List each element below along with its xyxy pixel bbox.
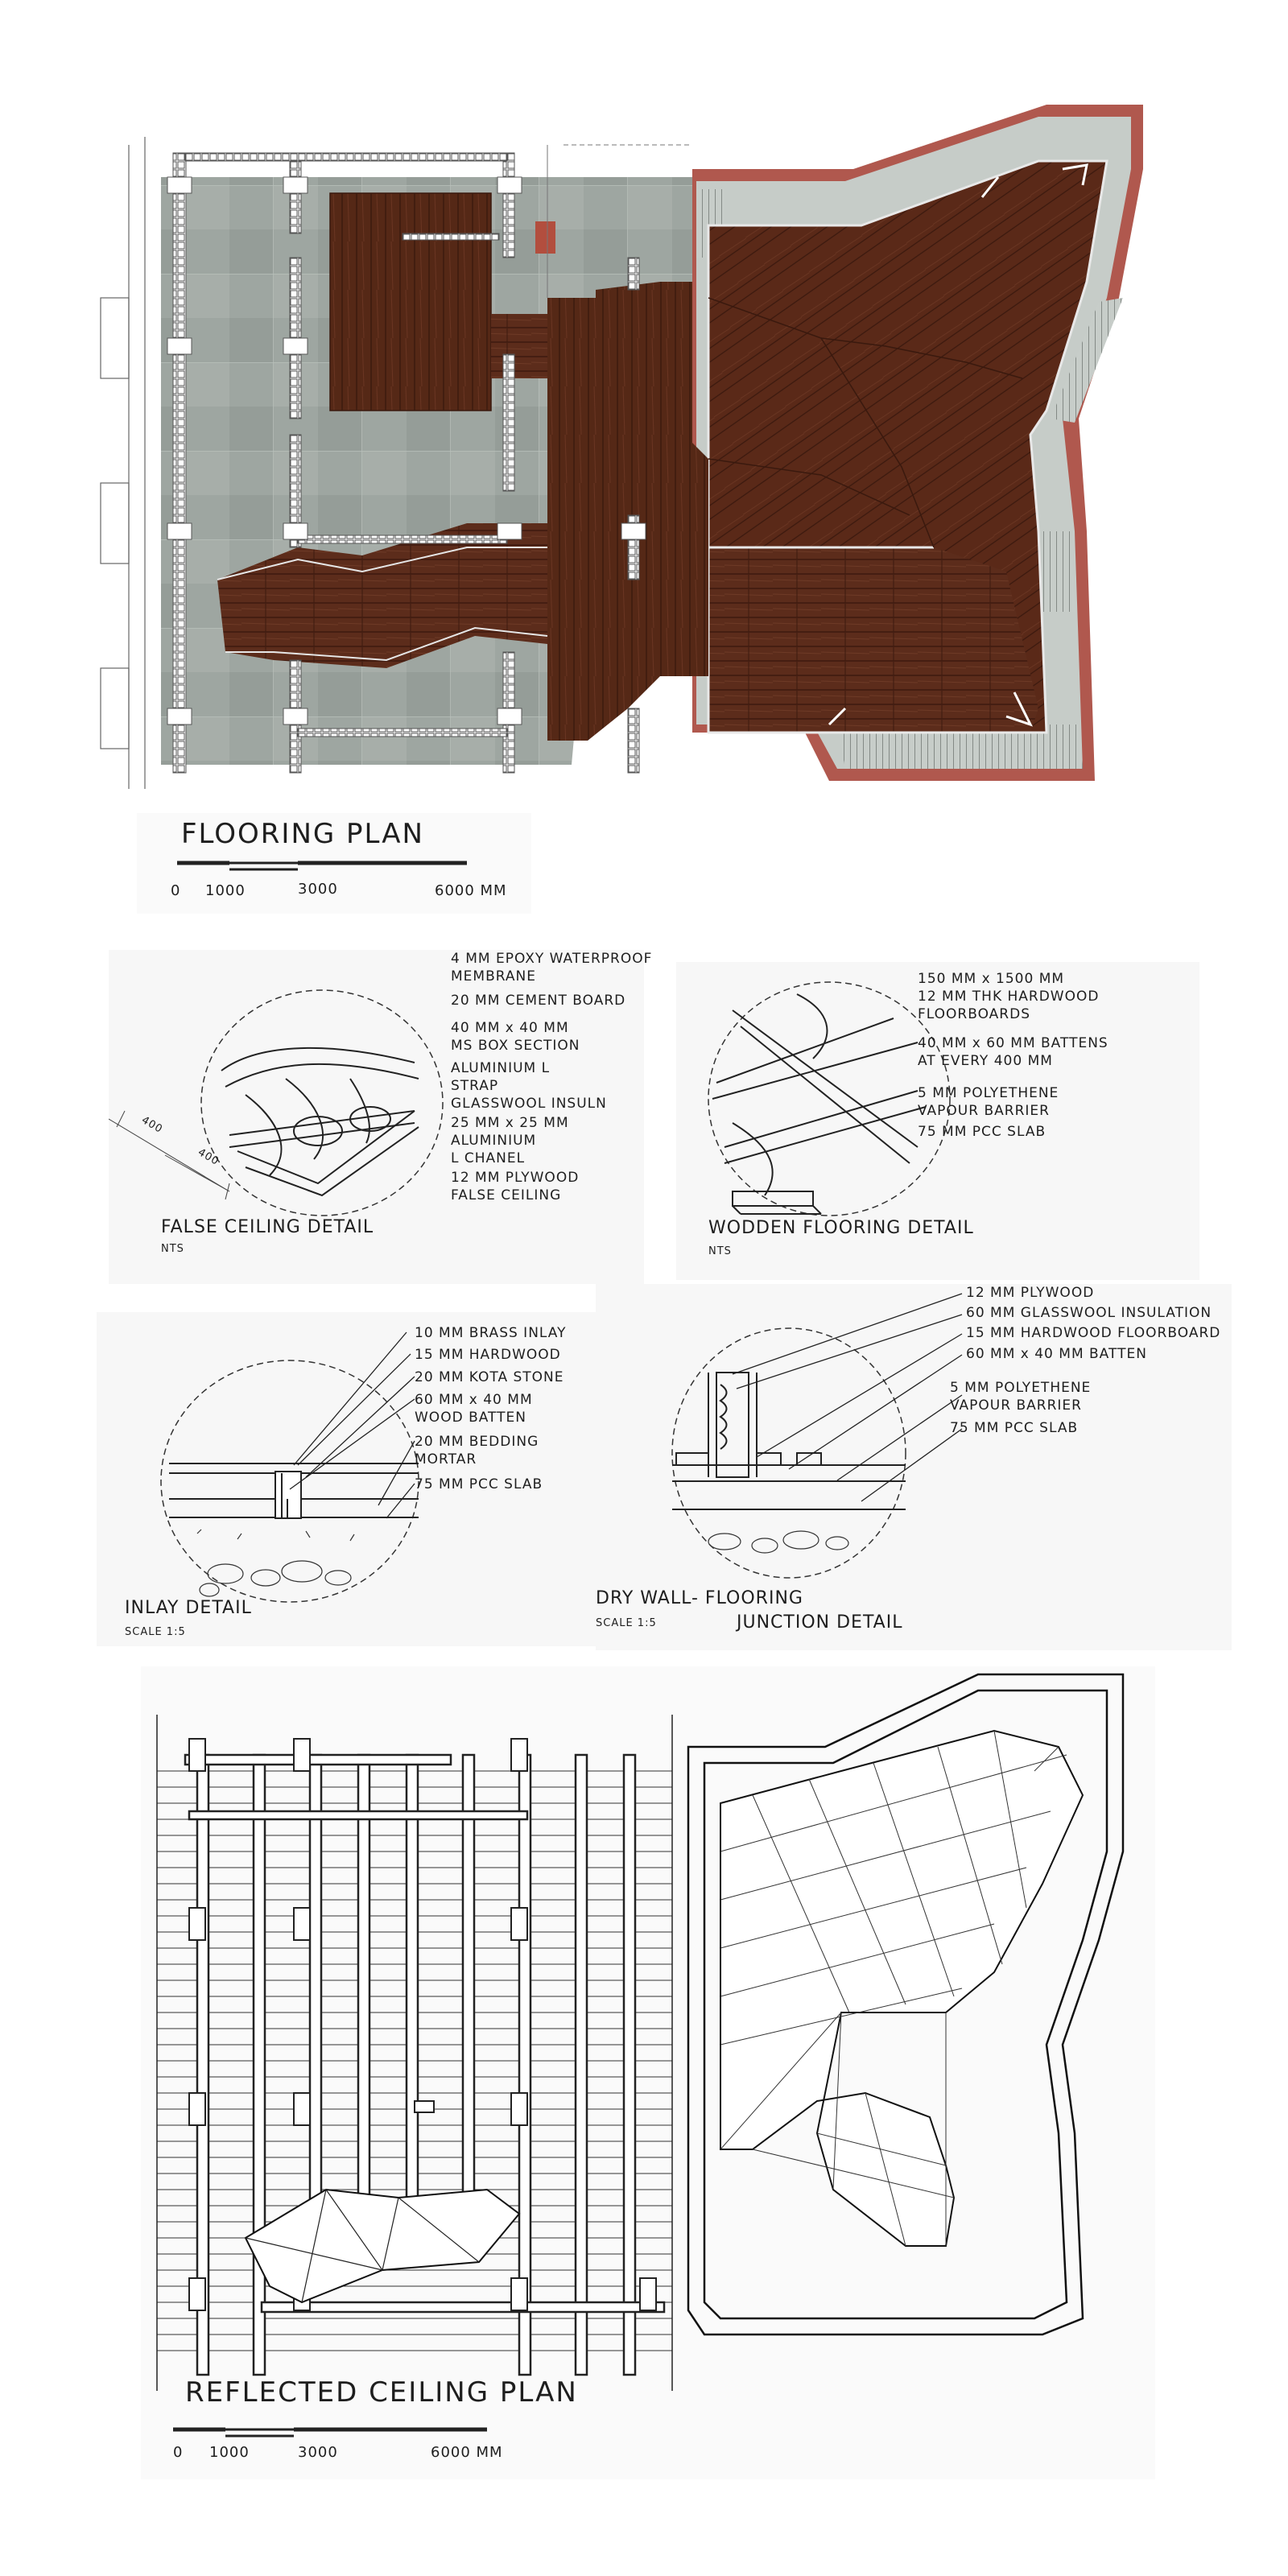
false-ceiling-label-5: GLASSWOOL INSULN [451,1096,607,1112]
false-ceiling-label-6: 25 MM x 25 MM ALUMINIUM L CHANEL [451,1115,569,1166]
inlay-detail-panel: 10 MM BRASS INLAY 15 MM HARDWOOD 20 MM K… [97,1312,604,1646]
false-ceiling-label-7: 12 MM PLYWOOD FALSE CEILING [451,1170,580,1203]
drywall-label-4: 60 MM x 40 MM BATTEN [966,1346,1147,1362]
false-ceiling-label-1: 4 MM EPOXY WATERPROOF MEMBRANE [451,951,653,985]
flooring-plan-scale-bar [177,861,467,871]
inlay-label-6: 75 MM PCC SLAB [415,1476,543,1492]
rcp-drawing [156,1673,1125,2438]
rcp-scale-1000: 1000 [209,2444,250,2461]
inlay-label-2: 15 MM HARDWOOD [415,1347,561,1363]
flooring-plan-title-card: FLOORING PLAN 0 1000 3000 6000 MM [137,813,531,914]
inlay-label-4: 60 MM x 40 MM WOOD BATTEN [415,1392,533,1426]
flooring-plan-drawing [97,97,1159,797]
drywall-label-3: 15 MM HARDWOOD FLOORBOARD [966,1325,1221,1341]
flooring-plan-title: FLOORING PLAN [181,818,424,850]
wooden-flooring-detail-panel: 150 MM x 1500 MM 12 MM THK HARDWOOD FLOO… [676,962,1199,1280]
wooden-flooring-label-3: 5 MM POLYETHENE VAPOUR BARRIER [918,1085,1059,1119]
drywall-label-6: 75 MM PCC SLAB [950,1420,1079,1436]
wooden-flooring-label-4: 75 MM PCC SLAB [918,1124,1046,1140]
false-ceiling-caption: FALSE CEILING DETAIL [161,1217,374,1237]
false-ceiling-sketch [109,989,444,1216]
drywall-label-2: 60 MM GLASSWOOL INSULATION [966,1305,1212,1321]
false-ceiling-label-4: ALUMINIUM L STRAP [451,1060,551,1094]
inlay-label-5: 20 MM BEDDING MORTAR [415,1434,539,1468]
rcp-scale-6000: 6000 MM [431,2444,503,2461]
wooden-flooring-caption: WODDEN FLOORING DETAIL [708,1218,974,1238]
inlay-sketch [160,1331,419,1603]
rcp-scale-0: 0 [173,2444,184,2461]
inlay-caption: INLAY DETAIL [125,1598,252,1618]
drywall-detail-panel: 12 MM PLYWOOD 60 MM GLASSWOOL INSULATION… [596,1284,1232,1650]
inlay-label-1: 10 MM BRASS INLAY [415,1325,567,1341]
inlay-scale-note: SCALE 1:5 [125,1626,186,1638]
false-ceiling-label-2: 20 MM CEMENT BOARD [451,993,626,1009]
wooden-flooring-label-1: 150 MM x 1500 MM 12 MM THK HARDWOOD FLOO… [918,971,1100,1022]
drywall-caption-line1: DRY WALL- FLOORING [596,1588,803,1608]
reflected-ceiling-plan-panel: REFLECTED CEILING PLAN 0 1000 3000 6000 … [141,1666,1155,2479]
drywall-caption-line2: JUNCTION DETAIL [737,1612,903,1633]
inlay-label-3: 20 MM KOTA STONE [415,1369,564,1385]
flooring-scale-3000: 3000 [298,881,338,898]
rcp-scale-bar [173,2427,487,2438]
false-ceiling-nts: NTS [161,1243,184,1255]
wooden-flooring-nts: NTS [708,1245,732,1257]
flooring-scale-0: 0 [171,882,181,899]
rcp-title: REFLECTED CEILING PLAN [185,2376,578,2409]
false-ceiling-label-3: 40 MM x 40 MM MS BOX SECTION [451,1020,580,1054]
wooden-flooring-sketch [708,981,951,1216]
drywall-scale-note: SCALE 1:5 [596,1617,657,1629]
rcp-scale-3000: 3000 [298,2444,338,2461]
flooring-scale-1000: 1000 [205,882,246,899]
drywall-label-1: 12 MM PLYWOOD [966,1285,1095,1301]
false-ceiling-detail-panel: 400 400 4 MM EPOXY WATERPROOF MEMBRANE 2… [109,950,651,1284]
drywall-sketch [671,1293,963,1579]
flooring-scale-6000: 6000 MM [435,882,507,899]
wooden-flooring-label-2: 40 MM x 60 MM BATTENS AT EVERY 400 MM [918,1035,1108,1069]
drywall-label-5: 5 MM POLYETHENE VAPOUR BARRIER [950,1380,1092,1414]
